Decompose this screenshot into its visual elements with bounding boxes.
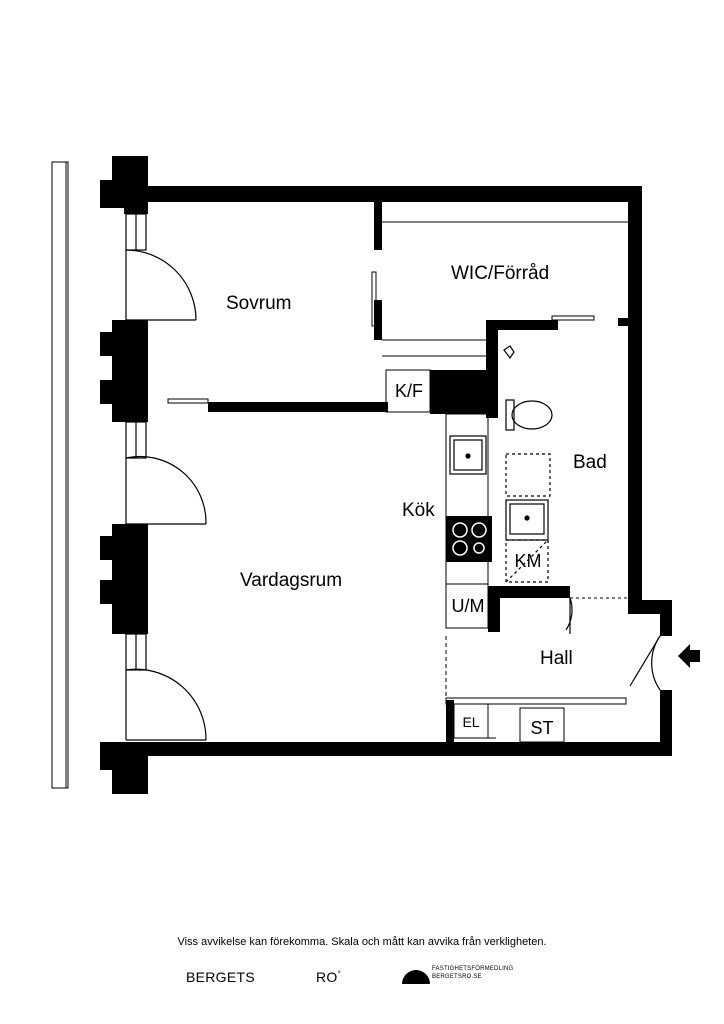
exterior-walls bbox=[100, 156, 672, 794]
room-label-bad: Bad bbox=[573, 452, 607, 473]
entrance-arrow-icon bbox=[678, 644, 700, 668]
room-label-sovrum: Sovrum bbox=[226, 293, 292, 314]
stove bbox=[446, 516, 492, 562]
disclaimer-text: Viss avvikelse kan förekomma. Skala och … bbox=[177, 936, 547, 948]
thin-lines bbox=[167, 221, 628, 743]
room-label-wic: WIC/Förråd bbox=[451, 263, 550, 284]
entrance-door bbox=[629, 635, 661, 691]
room-label-kf: K/F bbox=[394, 381, 423, 401]
brand-name-left: BERGETS bbox=[186, 969, 256, 985]
bathroom-door bbox=[565, 597, 573, 634]
balcony bbox=[51, 161, 69, 789]
brand-name-right: RO° bbox=[316, 969, 342, 985]
room-label-el: EL bbox=[462, 714, 480, 730]
windows bbox=[125, 213, 147, 671]
room-label-um: U/M bbox=[451, 596, 485, 616]
kitchen-sink bbox=[449, 435, 487, 475]
room-label-kok: Kök bbox=[402, 500, 435, 521]
room-label-km: KM bbox=[514, 551, 542, 571]
agency-logo-icon bbox=[402, 970, 430, 984]
bathroom-fixtures bbox=[503, 345, 553, 583]
agency-website: BERGETSRO.SE bbox=[432, 974, 482, 980]
interior-walls bbox=[208, 202, 630, 744]
room-label-hall: Hall bbox=[540, 648, 573, 669]
balcony-door-swings bbox=[125, 249, 207, 741]
room-label-st: ST bbox=[530, 718, 554, 738]
agency-name: FASTIGHETSFÖRMEDLING bbox=[432, 966, 514, 972]
room-label-vardagsrum: Vardagsrum bbox=[240, 570, 343, 591]
